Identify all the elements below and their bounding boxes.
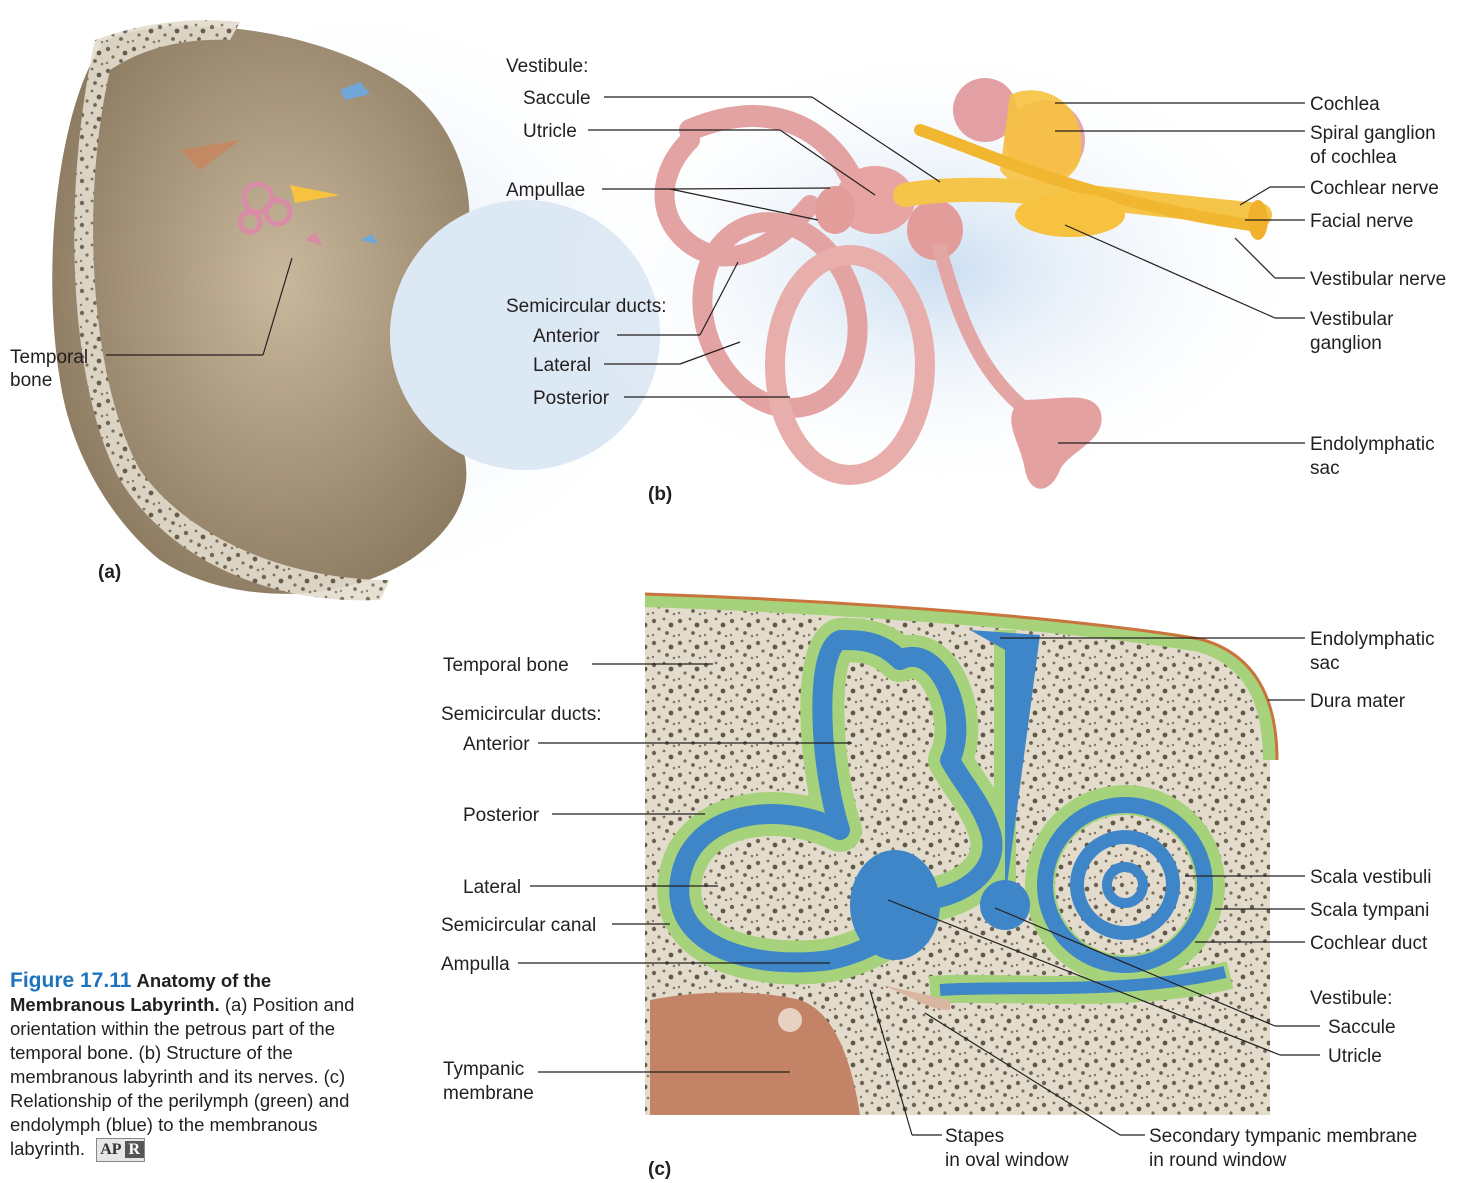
label-b-spiral-ganglion-2: of cochlea xyxy=(1310,147,1397,168)
label-c-tympanic-membrane-2: membrane xyxy=(443,1083,534,1104)
panel-c-section-illustration xyxy=(645,594,1277,1115)
label-c-vestibule: Vestibule: xyxy=(1310,988,1392,1009)
panel-tag-b: (b) xyxy=(648,484,672,505)
label-b-cochlea: Cochlea xyxy=(1310,94,1380,115)
label-temporal-bone-a-1: Temporal xyxy=(10,347,88,368)
label-c-semicircular-canal: Semicircular canal xyxy=(441,915,596,936)
label-b-saccule: Saccule xyxy=(523,88,591,109)
figure-caption: Figure 17.11 Anatomy of the Membranous L… xyxy=(10,969,380,1162)
panel-b-labyrinth-illustration xyxy=(560,40,1320,500)
label-b-vestibule: Vestibule: xyxy=(506,56,588,77)
label-c-stapes-1: Stapes xyxy=(945,1126,1004,1147)
label-b-endolymphatic-sac-2: sac xyxy=(1310,458,1340,479)
figure-caption-text: (a) Position and orientation within the … xyxy=(10,994,354,1159)
panel-tag-c: (c) xyxy=(648,1159,671,1180)
label-c-endolymphatic-sac-2: sac xyxy=(1310,653,1340,674)
label-b-cochlear-nerve: Cochlear nerve xyxy=(1310,178,1439,199)
label-temporal-bone-a-2: bone xyxy=(10,370,52,391)
label-c-saccule: Saccule xyxy=(1328,1017,1396,1038)
label-b-utricle: Utricle xyxy=(523,121,577,142)
label-b-vestibular-ganglion-1: Vestibular xyxy=(1310,309,1394,330)
label-c-posterior: Posterior xyxy=(463,805,540,826)
label-c-secondary-tympanic-2: in round window xyxy=(1149,1150,1287,1171)
label-b-posterior: Posterior xyxy=(533,388,610,409)
label-c-secondary-tympanic-1: Secondary tympanic membrane xyxy=(1149,1126,1417,1147)
apr-badge-r: R xyxy=(125,1141,145,1158)
label-b-anterior: Anterior xyxy=(533,326,600,347)
label-c-dura-mater: Dura mater xyxy=(1310,691,1406,712)
label-c-scala-tympani: Scala tympani xyxy=(1310,900,1429,921)
label-b-spiral-ganglion-1: Spiral ganglion xyxy=(1310,123,1436,144)
panel-tag-a: (a) xyxy=(98,562,121,583)
label-b-ampullae: Ampullae xyxy=(506,180,585,201)
label-c-anterior: Anterior xyxy=(463,734,530,755)
label-c-tympanic-membrane-1: Tympanic xyxy=(443,1059,524,1080)
label-b-endolymphatic-sac-1: Endolymphatic xyxy=(1310,434,1435,455)
label-b-semicircular-ducts: Semicircular ducts: xyxy=(506,296,667,317)
figure-number: Figure 17.11 xyxy=(10,969,131,992)
label-b-vestibular-ganglion-2: ganglion xyxy=(1310,333,1382,354)
label-c-lateral: Lateral xyxy=(463,877,521,898)
apr-badge-ap: AP xyxy=(97,1141,124,1158)
label-c-utricle: Utricle xyxy=(1328,1046,1382,1067)
label-b-facial-nerve: Facial nerve xyxy=(1310,211,1414,232)
label-c-semicircular-ducts: Semicircular ducts: xyxy=(441,704,602,725)
label-c-cochlear-duct: Cochlear duct xyxy=(1310,933,1428,954)
label-c-ampulla: Ampulla xyxy=(441,954,510,975)
label-c-stapes-2: in oval window xyxy=(945,1150,1069,1171)
label-b-lateral: Lateral xyxy=(533,355,591,376)
label-c-scala-vestibuli: Scala vestibuli xyxy=(1310,867,1431,888)
label-c-endolymphatic-sac-1: Endolymphatic xyxy=(1310,629,1435,650)
label-c-temporal-bone: Temporal bone xyxy=(443,655,569,676)
label-b-vestibular-nerve: Vestibular nerve xyxy=(1310,269,1446,290)
